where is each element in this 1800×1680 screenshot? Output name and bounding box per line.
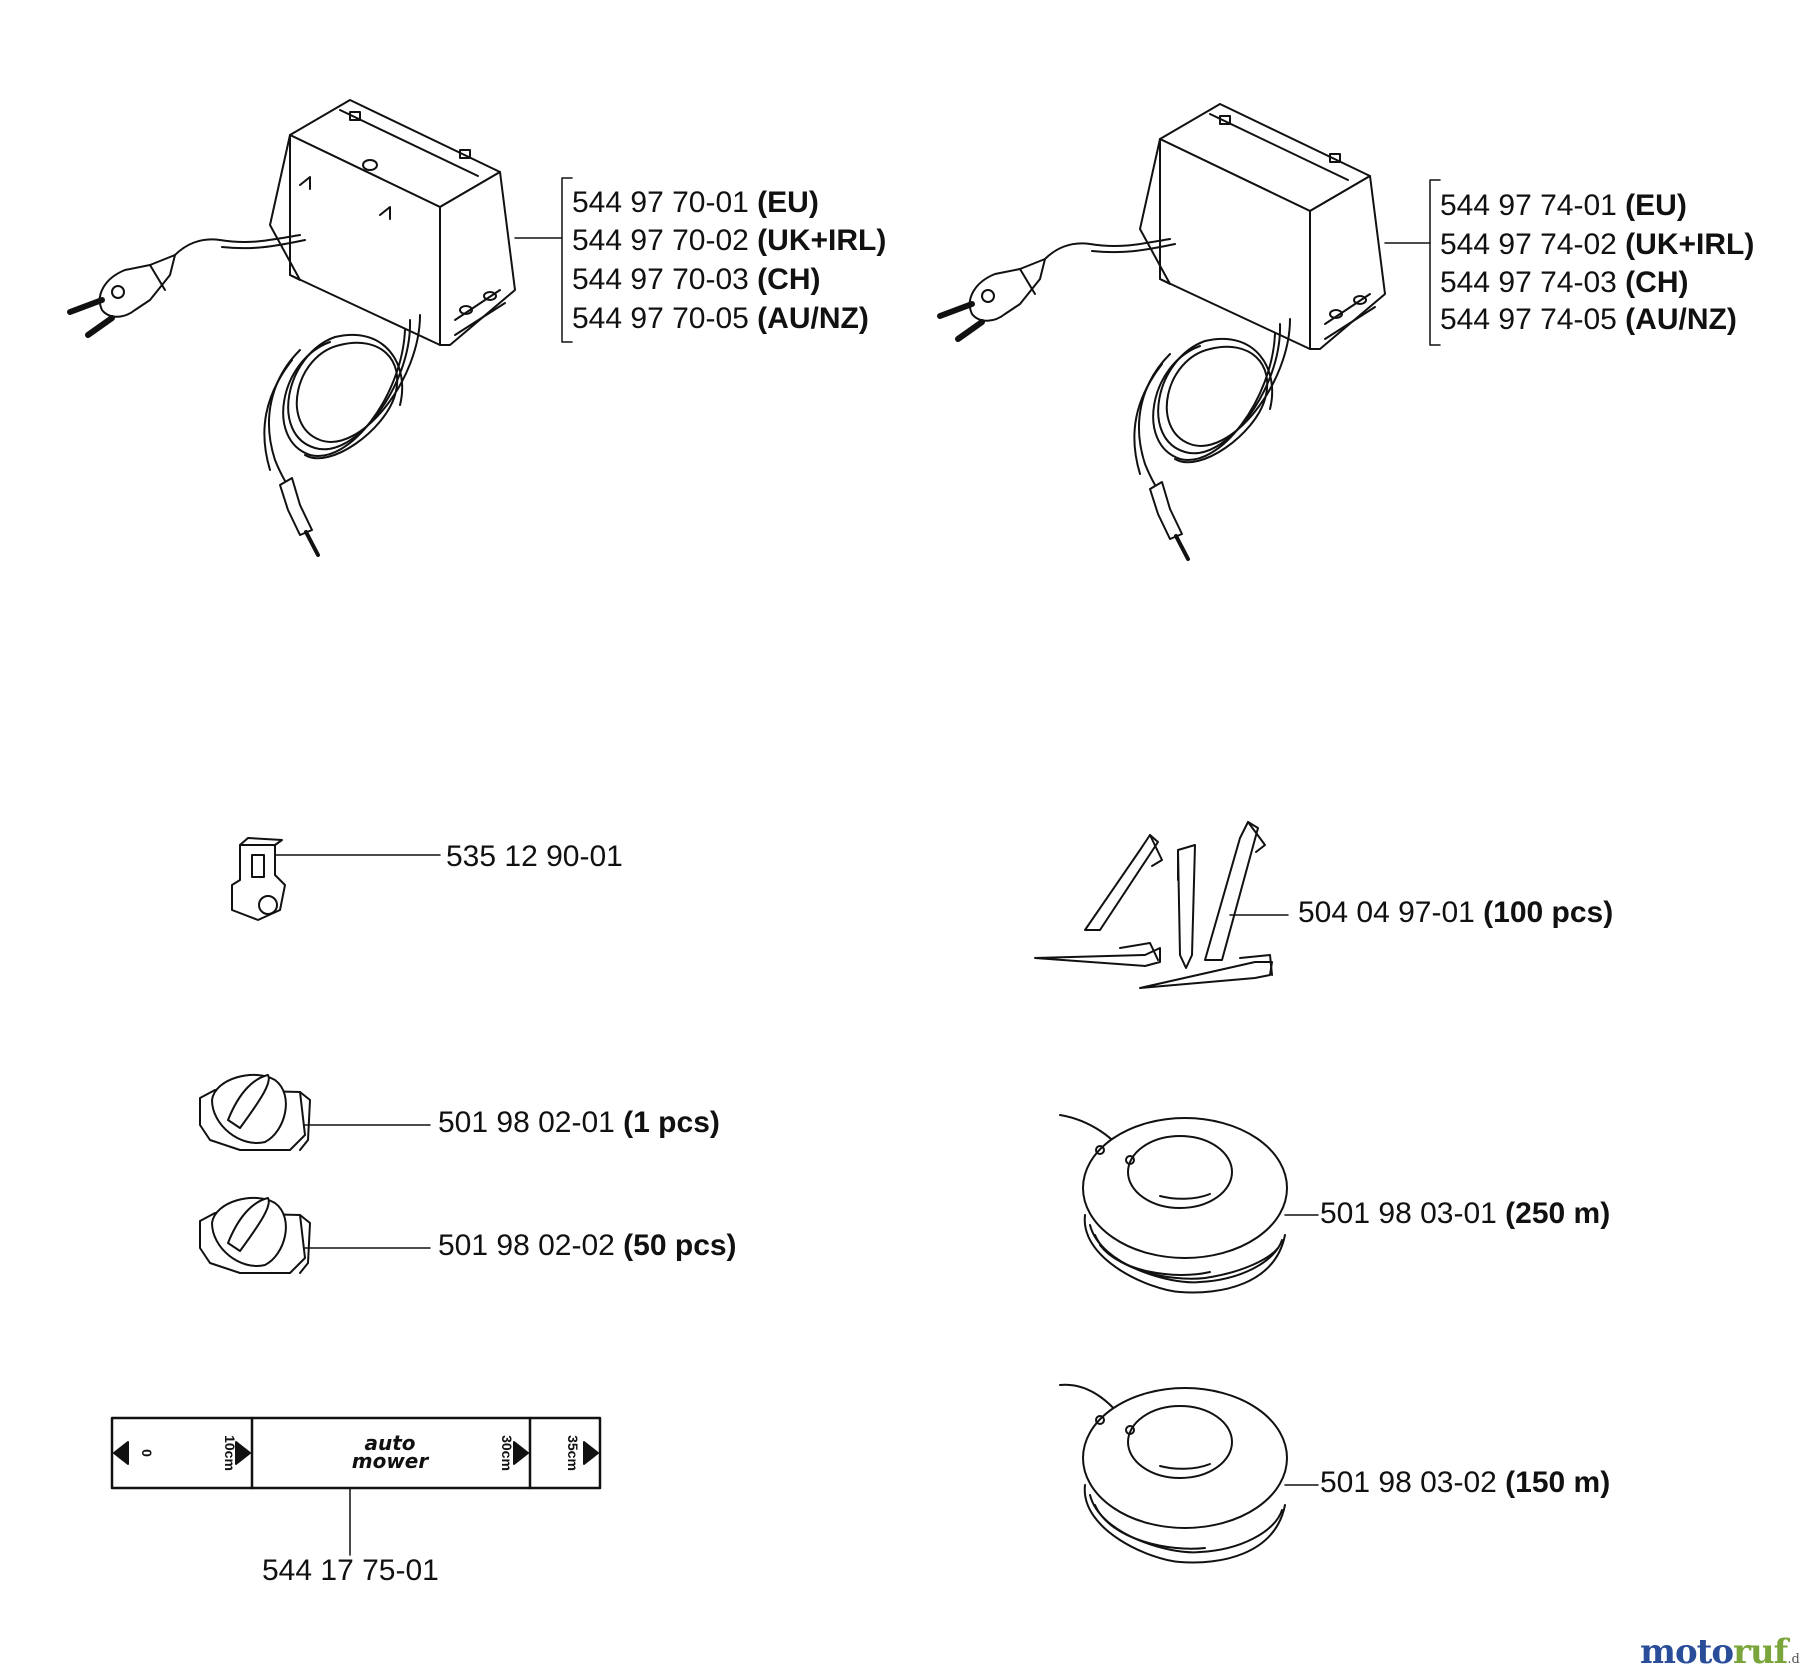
- coupler-1-label: 501 98 02-01 (1 pcs): [438, 1104, 720, 1142]
- part-variant: (EU): [1625, 189, 1687, 222]
- transformer-a-illustration: [67, 99, 516, 557]
- part-code: 504 04 97-01: [1298, 896, 1475, 929]
- watermark-tld: .de: [1787, 1652, 1800, 1667]
- coupler-50-illustration: [199, 1196, 431, 1274]
- part-variant: (UK+IRL): [757, 224, 887, 257]
- part-variant: (UK+IRL): [1625, 228, 1755, 261]
- wire-spool-150-illustration: [1059, 1383, 1319, 1564]
- gauge-illustration: [110, 1416, 602, 1556]
- gauge-zero-label: 0: [139, 1449, 155, 1457]
- gauge-30cm-label: 30cm: [499, 1435, 515, 1471]
- transformer-a-line-1: 544 97 70-01 (EU): [572, 184, 819, 222]
- part-code: 544 97 74-02: [1440, 228, 1617, 261]
- gauge-label: 544 17 75-01: [262, 1552, 439, 1590]
- coupler-50-label: 501 98 02-02 (50 pcs): [438, 1227, 737, 1265]
- transformer-b-line-1: 544 97 74-01 (EU): [1440, 187, 1687, 225]
- part-code: 544 97 70-01: [572, 186, 749, 219]
- wire-250-label: 501 98 03-01 (250 m): [1320, 1195, 1610, 1233]
- part-code: 501 98 02-01: [438, 1106, 615, 1139]
- part-variant: (AU/NZ): [1625, 303, 1737, 336]
- part-code: 544 17 75-01: [262, 1554, 439, 1587]
- transformer-b-illustration: [937, 103, 1386, 561]
- pegs-label: 504 04 97-01 (100 pcs): [1298, 894, 1613, 932]
- transformer-a-line-3: 544 97 70-03 (CH): [572, 261, 820, 299]
- gauge-text: 0 10cm auto mower 30cm 35cm: [139, 1431, 581, 1473]
- gauge-brand-line2: mower: [352, 1449, 430, 1473]
- part-code: 544 97 70-02: [572, 224, 749, 257]
- transformer-b-line-3: 544 97 74-03 (CH): [1440, 264, 1688, 302]
- motoruf-watermark: motoruf.de: [1640, 1632, 1800, 1672]
- part-code: 544 97 70-05: [572, 302, 749, 335]
- transformer-a-bracket: [514, 177, 573, 343]
- part-variant: (CH): [1625, 266, 1689, 299]
- part-code: 501 98 03-01: [1320, 1197, 1497, 1230]
- part-variant: (AU/NZ): [757, 302, 869, 335]
- watermark-part-b: ruf: [1733, 1632, 1788, 1672]
- part-code: 535 12 90-01: [446, 840, 623, 873]
- gauge-brand-line1: auto: [364, 1431, 415, 1455]
- wire-spool-250-illustration: [1059, 1114, 1319, 1294]
- part-variant: (CH): [757, 263, 821, 296]
- gauge-35cm-label: 35cm: [565, 1435, 581, 1471]
- part-code: 544 97 74-03: [1440, 266, 1617, 299]
- part-code: 544 97 74-01: [1440, 189, 1617, 222]
- connector-illustration: [231, 837, 441, 921]
- watermark-part-a: moto: [1640, 1632, 1734, 1672]
- part-variant: (EU): [757, 186, 819, 219]
- wire-150-label: 501 98 03-02 (150 m): [1320, 1464, 1610, 1502]
- transformer-a-line-2: 544 97 70-02 (UK+IRL): [572, 222, 886, 260]
- part-code: 544 97 74-05: [1440, 303, 1617, 336]
- part-qty: (250 m): [1505, 1197, 1611, 1230]
- part-qty: (150 m): [1505, 1466, 1611, 1499]
- transformer-a-line-4: 544 97 70-05 (AU/NZ): [572, 300, 869, 338]
- part-code: 501 98 02-02: [438, 1229, 615, 1262]
- part-qty: (50 pcs): [623, 1229, 737, 1262]
- part-code: 544 97 70-03: [572, 263, 749, 296]
- transformer-b-line-2: 544 97 74-02 (UK+IRL): [1440, 226, 1754, 264]
- part-qty: (1 pcs): [623, 1106, 720, 1139]
- transformer-b-line-4: 544 97 74-05 (AU/NZ): [1440, 301, 1737, 339]
- transformer-b-bracket: [1384, 179, 1441, 346]
- pegs-illustration: [1034, 821, 1289, 989]
- part-code: 501 98 03-02: [1320, 1466, 1497, 1499]
- connector-label: 535 12 90-01: [446, 838, 623, 876]
- gauge-10cm-label: 10cm: [222, 1435, 238, 1471]
- part-qty: (100 pcs): [1483, 896, 1614, 929]
- coupler-1-illustration: [199, 1073, 431, 1151]
